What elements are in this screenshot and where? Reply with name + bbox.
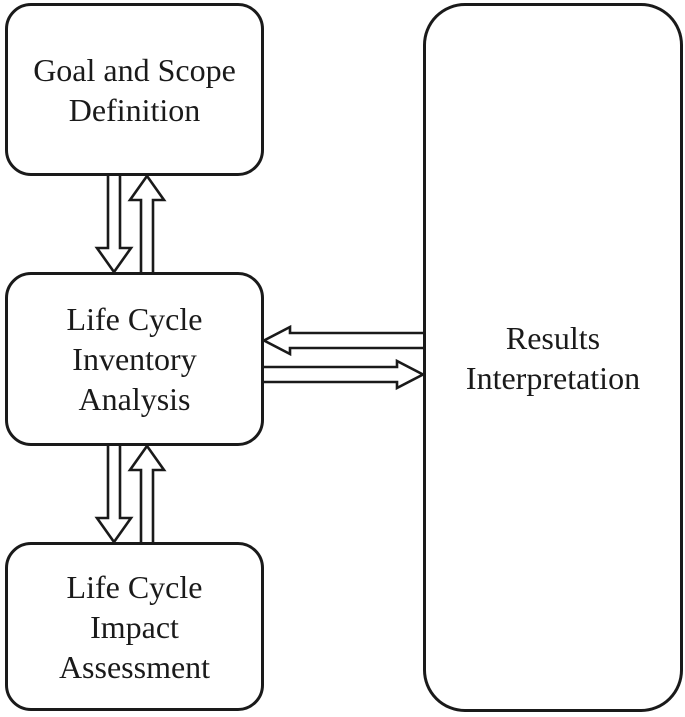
connector-goal-inventory: [94, 173, 167, 275]
node-results-label: Results Interpretation: [465, 319, 641, 396]
node-life-cycle-impact-assessment: Life Cycle Impact Assessment: [5, 542, 264, 711]
connector-inventory-results: [261, 324, 426, 391]
node-results-interpretation: Results Interpretation: [423, 3, 683, 712]
connector-inventory-impact: [94, 443, 167, 545]
up-arrow-icon: [127, 173, 167, 272]
right-arrow-icon: [264, 358, 426, 391]
node-goal-and-scope-definition: Goal and Scope Definition: [5, 3, 264, 176]
node-life-cycle-inventory-analysis: Life Cycle Inventory Analysis: [5, 272, 264, 446]
node-inventory-label: Life Cycle Inventory Analysis: [66, 301, 203, 417]
down-arrow-icon: [94, 446, 134, 545]
node-impact-label: Life Cycle Impact Assessment: [58, 568, 211, 685]
down-arrow-icon: [94, 176, 134, 275]
left-arrow-icon: [261, 324, 423, 357]
up-arrow-icon: [127, 443, 167, 542]
node-goal-label: Goal and Scope Definition: [33, 51, 236, 128]
